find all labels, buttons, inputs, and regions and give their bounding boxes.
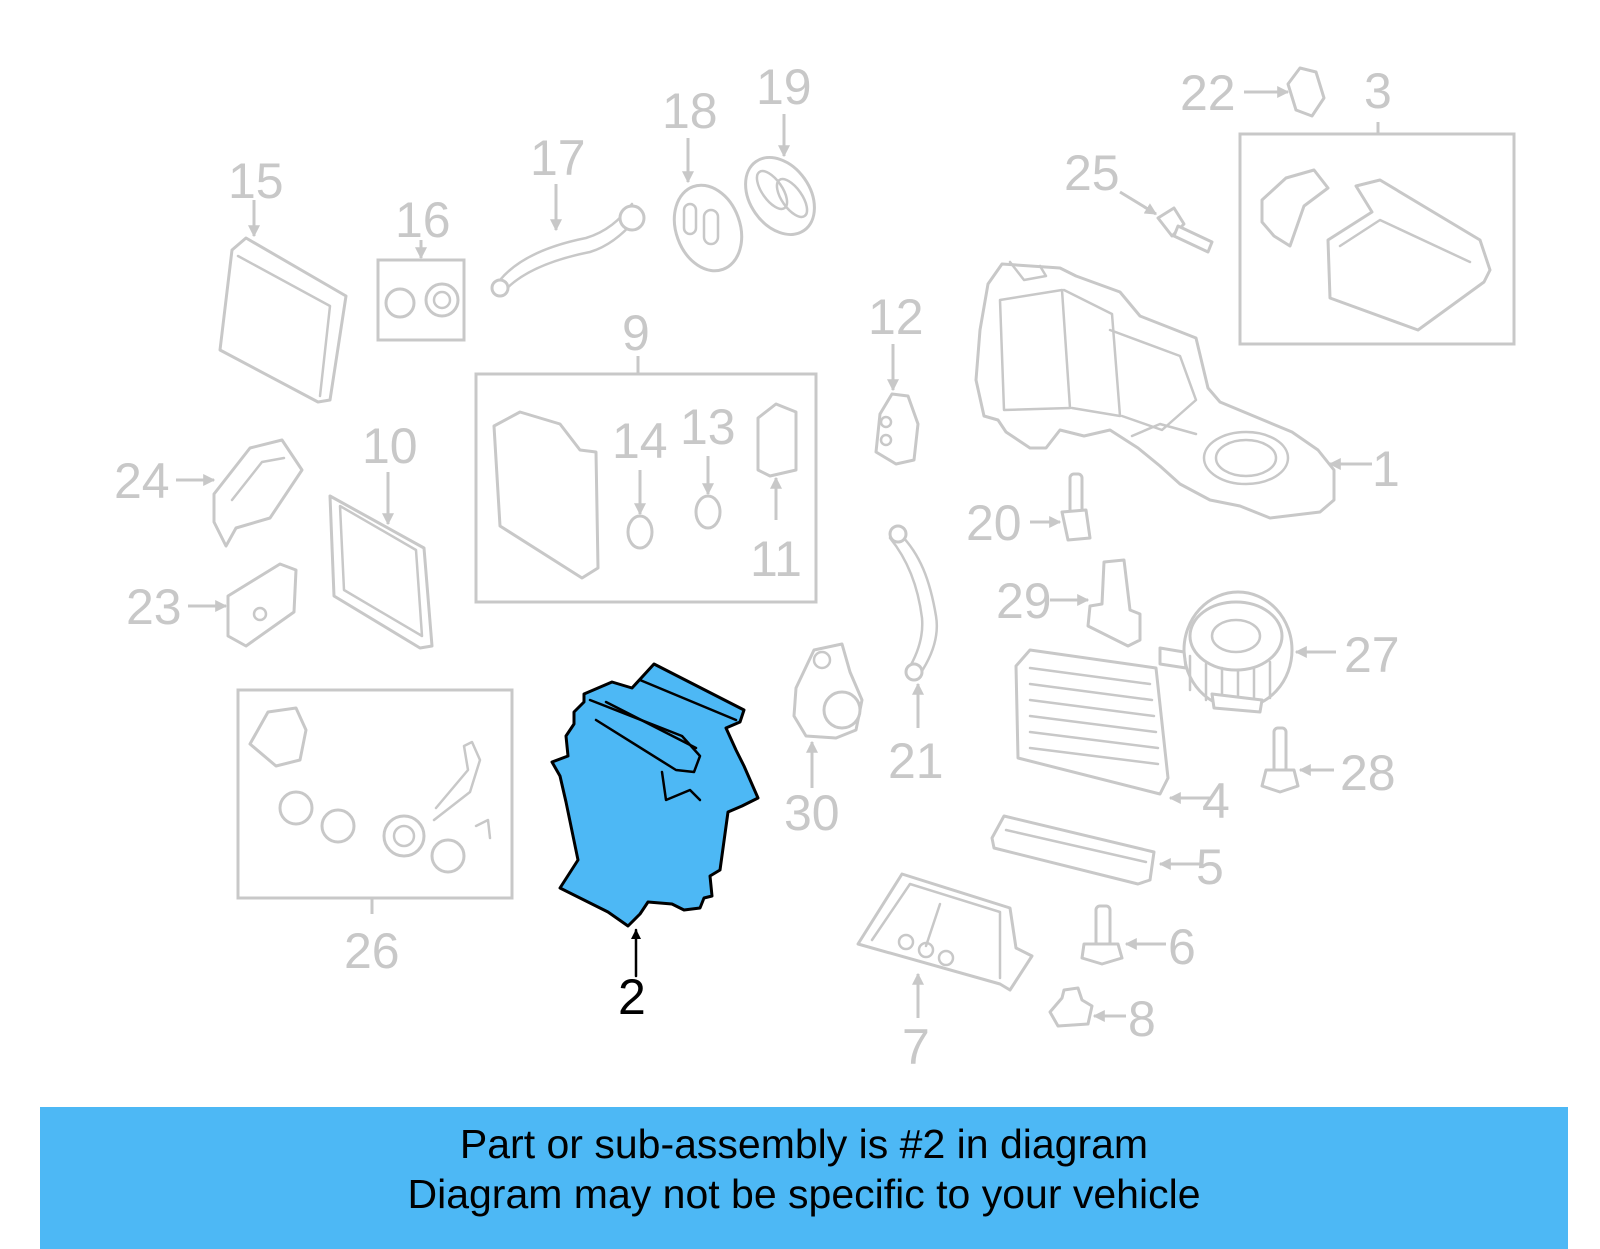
callout-1: 1 — [1372, 441, 1400, 497]
callout-29: 29 — [996, 573, 1052, 629]
callout-26: 26 — [344, 923, 400, 979]
callout-13: 13 — [680, 399, 736, 455]
part-3-seal-kit[interactable] — [1238, 122, 1516, 346]
part-2-heater-housing[interactable] — [550, 662, 760, 978]
callout-18: 18 — [662, 83, 718, 139]
part-30-actuator-motor[interactable] — [792, 642, 864, 788]
callout-25: 25 — [1064, 145, 1120, 201]
callout-5: 5 — [1196, 839, 1224, 895]
part-22-clip[interactable] — [1244, 66, 1326, 118]
part-15-evaporator-core[interactable] — [218, 200, 348, 404]
part-25-screw[interactable] — [1119, 190, 1214, 254]
banner-line-2: Diagram may not be specific to your vehi… — [407, 1171, 1201, 1217]
callout-23: 23 — [126, 579, 182, 635]
part-26-actuator-kit[interactable] — [236, 688, 514, 914]
part-4-cabin-filter[interactable] — [1014, 648, 1212, 804]
callout-19: 19 — [756, 59, 812, 115]
callout-3: 3 — [1364, 63, 1392, 119]
part-9-heater-core-kit[interactable] — [474, 356, 818, 604]
part-29-bracket[interactable] — [1050, 558, 1142, 648]
callout-11: 11 — [750, 531, 802, 587]
callout-12: 12 — [868, 289, 924, 345]
callout-10: 10 — [362, 418, 418, 474]
callout-27: 27 — [1344, 627, 1400, 683]
callout-20: 20 — [966, 495, 1022, 551]
callout-21: 21 — [888, 733, 944, 789]
callout-2: 2 — [618, 969, 646, 1025]
part-24-actuator[interactable] — [176, 438, 304, 548]
part-12-sensor[interactable] — [874, 344, 920, 466]
part-5-seal-strip[interactable] — [990, 814, 1202, 886]
part-16-grommet-kit[interactable] — [376, 240, 466, 342]
callout-14: 14 — [612, 413, 668, 469]
callout-24: 24 — [114, 453, 170, 509]
part-23-actuator[interactable] — [188, 562, 298, 648]
callout-15: 15 — [228, 153, 284, 209]
callout-6: 6 — [1168, 919, 1196, 975]
part-20-temp-sensor[interactable] — [1030, 472, 1092, 542]
callout-17: 17 — [530, 130, 586, 186]
callout-9: 9 — [622, 305, 650, 361]
part-19-seal[interactable] — [731, 114, 828, 248]
callout-22: 22 — [1180, 65, 1236, 121]
callout-7: 7 — [902, 1019, 930, 1075]
banner-line-1: Part or sub-assembly is #2 in diagram — [459, 1121, 1149, 1167]
part-8-clip[interactable] — [1048, 986, 1126, 1028]
part-17-ac-pipe[interactable] — [490, 184, 646, 298]
info-banner: Part or sub-assembly is #2 in diagram Di… — [40, 1107, 1568, 1249]
callout-16: 16 — [395, 192, 451, 248]
part-27-blower-motor[interactable] — [1158, 590, 1336, 714]
callout-4: 4 — [1202, 773, 1230, 829]
part-21-drain-hose[interactable] — [888, 524, 939, 728]
part-7-tray[interactable] — [856, 872, 1034, 1018]
callout-28: 28 — [1340, 745, 1396, 801]
part-18-seal[interactable] — [663, 138, 753, 280]
callout-30: 30 — [784, 785, 840, 841]
part-28-bolt[interactable] — [1260, 726, 1334, 794]
part-10-filter-frame[interactable] — [328, 472, 434, 650]
parts-diagram: 15 16 17 18 19 — [114, 59, 1516, 1075]
callout-8: 8 — [1128, 991, 1156, 1047]
part-1-hvac-housing[interactable] — [974, 260, 1372, 520]
part-6-bolt[interactable] — [1080, 904, 1166, 966]
